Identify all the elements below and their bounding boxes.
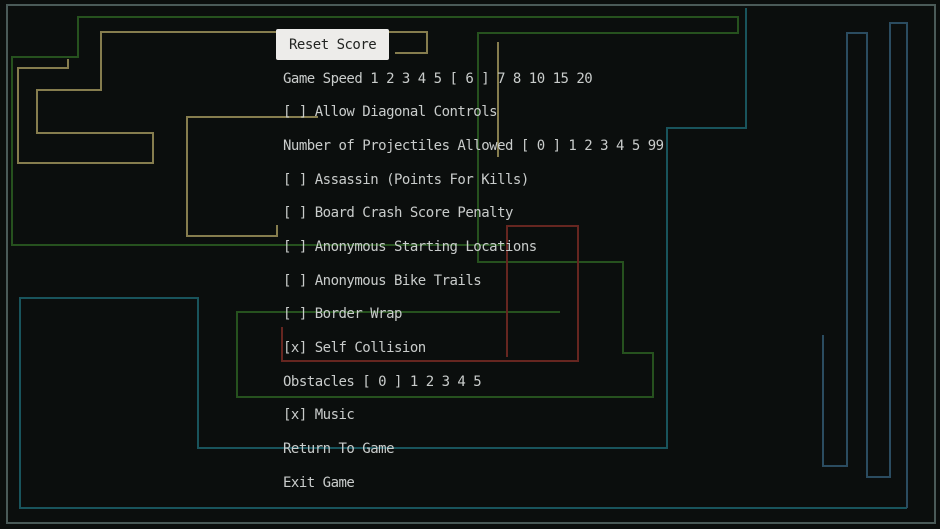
menu-item-exit-game[interactable]: Exit Game — [283, 474, 355, 491]
settings-menu: Reset Score Game Speed 1 2 3 4 5 [ 6 ] 7… — [276, 28, 664, 500]
cyan-bike-trail — [19, 8, 907, 509]
menu-item-game-speed[interactable]: Game Speed 1 2 3 4 5 [ 6 ] 7 8 10 15 20 — [283, 70, 593, 87]
yellow-bike-trail — [17, 31, 428, 164]
menu-item-music[interactable]: [x] Music — [283, 407, 355, 424]
menu-item-board-crash-score-penalty[interactable]: [ ] Board Crash Score Penalty — [283, 205, 513, 222]
menu-item-allow-diagonal-controls[interactable]: [ ] Allow Diagonal Controls — [283, 104, 498, 121]
arena-border — [6, 4, 936, 524]
menu-item-anonymous-bike-trails[interactable]: [ ] Anonymous Bike Trails — [283, 272, 482, 289]
menu-row: Reset Score — [276, 28, 664, 62]
menu-item-number-of-projectiles[interactable]: Number of Projectiles Allowed [ 0 ] 1 2 … — [283, 137, 664, 154]
green-bike-trail — [11, 16, 739, 398]
menu-item-obstacles[interactable]: Obstacles [ 0 ] 1 2 3 4 5 — [283, 373, 482, 390]
yellow-bike-trail-segment-3 — [186, 116, 318, 237]
red-bike-trail — [281, 225, 579, 362]
menu-item-return-to-game[interactable]: Return To Game — [283, 441, 395, 458]
menu-item-anonymous-starting-locations[interactable]: [ ] Anonymous Starting Locations — [283, 238, 537, 255]
menu-item-self-collision[interactable]: [x] Self Collision — [283, 340, 426, 357]
blue-bike-trail — [822, 22, 908, 508]
menu-item-reset-score[interactable]: Reset Score — [276, 29, 390, 61]
menu-item-assassin[interactable]: [ ] Assassin (Points For Kills) — [283, 171, 529, 188]
menu-item-border-wrap[interactable]: [ ] Border Wrap — [283, 306, 402, 323]
